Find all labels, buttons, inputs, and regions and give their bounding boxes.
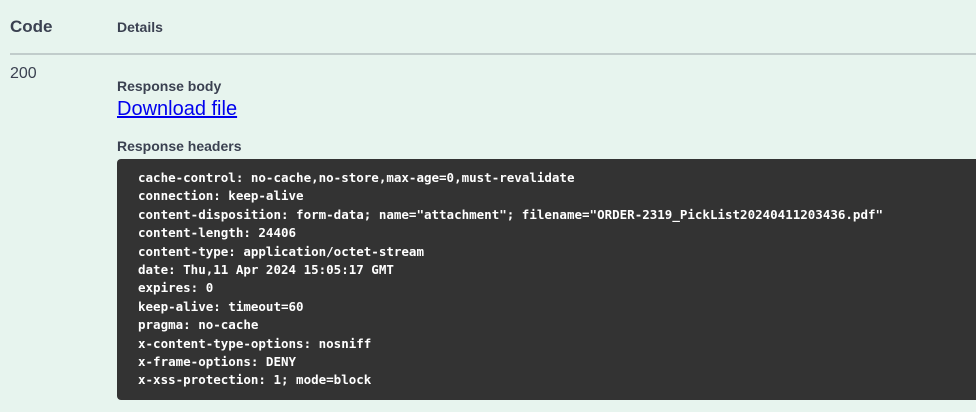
download-file-link[interactable]: Download file — [117, 98, 238, 120]
header-line-x-content-type-options: x-content-type-options: nosniff — [138, 335, 372, 351]
header-line-date: date: Thu,11 Apr 2024 15:05:17 GMT — [138, 262, 394, 278]
header-line-pragma: pragma: no-cache — [138, 317, 259, 333]
header-line-content-length: content-length: 24406 — [138, 225, 297, 241]
response-row-200: 200 Response body Download file Response… — [0, 55, 976, 412]
header-line-content-disposition: content-disposition: form-data; name="at… — [138, 206, 884, 222]
header-line-expires: expires: 0 — [138, 280, 214, 296]
response-status-code: 200 — [10, 65, 37, 82]
response-headers-block: cache-control: no-cache,no-store,max-age… — [117, 159, 976, 400]
header-line-x-xss-protection: x-xss-protection: 1; mode=block — [138, 372, 372, 388]
header-line-content-type: content-type: application/octet-stream — [138, 243, 424, 259]
header-divider — [10, 53, 976, 55]
header-line-keep-alive: keep-alive: timeout=60 — [138, 298, 304, 314]
header-line-cache-control: cache-control: no-cache,no-store,max-age… — [138, 170, 575, 185]
header-line-x-frame-options: x-frame-options: DENY — [138, 354, 297, 370]
code-column: Code — [10, 17, 117, 37]
details-column: Details — [117, 19, 163, 37]
code-column-label: Code — [10, 17, 53, 36]
response-headers-label: Response headers — [117, 138, 242, 154]
response-body-label: Response body — [117, 78, 222, 94]
header-line-connection: connection: keep-alive — [138, 188, 304, 204]
response-details: Response body Download file Response hea… — [117, 65, 976, 412]
details-column-label: Details — [117, 19, 163, 35]
responses-table-header: Code Details — [0, 0, 976, 37]
